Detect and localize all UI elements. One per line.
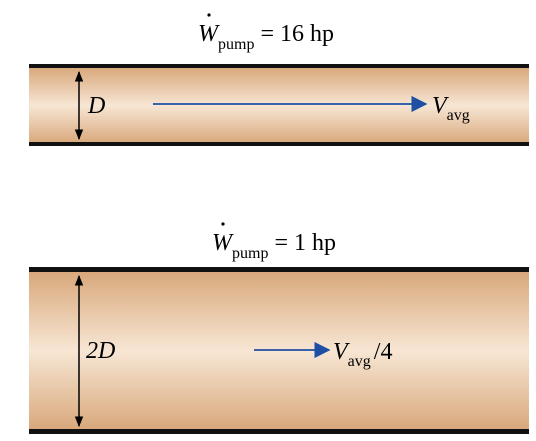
top-pipe-top-wall — [29, 64, 529, 68]
bottom-velocity-label: Vavg/4 — [333, 339, 392, 370]
bottom-power-value: 1 hp — [294, 230, 336, 256]
top-velocity-subscript: avg — [447, 107, 470, 124]
top-pipe-group: Wpump =16 hp D Vavg — [29, 13, 529, 146]
top-power-subscript: pump — [218, 36, 254, 53]
bottom-pipe-body — [29, 271, 529, 431]
top-power-dot — [207, 13, 211, 17]
top-power-value: 16 hp — [280, 21, 334, 47]
bottom-pipe-group: Wpump =1 hp 2D Vavg/4 — [29, 222, 529, 434]
bottom-pipe-top-wall — [29, 267, 529, 272]
top-power-label: Wpump =16 hp — [198, 21, 334, 53]
bottom-velocity-subscript: avg — [348, 353, 371, 370]
bottom-power-label: Wpump =1 hp — [212, 230, 336, 262]
top-velocity-label: Vavg — [432, 93, 470, 124]
bottom-pipe-bottom-wall — [29, 429, 529, 434]
top-pipe-bottom-wall — [29, 142, 529, 146]
bottom-diameter-label: 2D — [86, 338, 115, 364]
bottom-velocity-symbol: V — [333, 339, 350, 365]
top-power-equals: = — [260, 21, 274, 47]
bottom-power-symbol: W — [212, 230, 234, 256]
top-diameter-label: D — [87, 93, 105, 119]
bottom-power-dot — [221, 222, 225, 226]
bottom-velocity-suffix: /4 — [374, 339, 393, 365]
top-pipe-body — [29, 67, 529, 144]
top-velocity-symbol: V — [432, 93, 449, 119]
top-power-symbol: W — [198, 21, 220, 47]
bottom-power-subscript: pump — [232, 245, 268, 262]
bottom-power-equals: = — [274, 230, 288, 256]
